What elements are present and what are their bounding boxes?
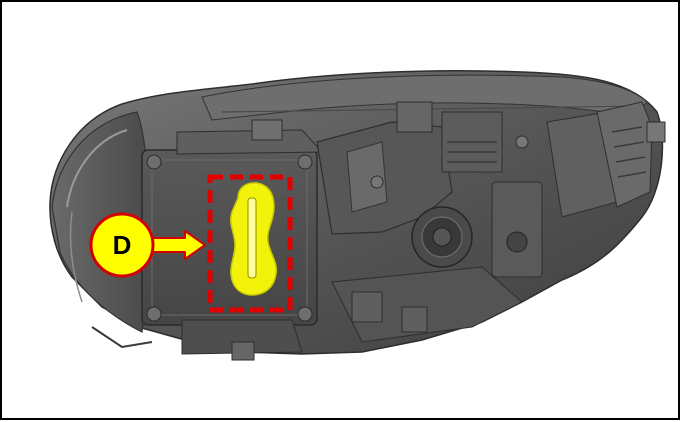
dashed-highlight-box (207, 174, 293, 313)
callout-badge: D (89, 212, 155, 278)
callout-label: D (113, 230, 132, 260)
headlamp-housing-drawing (49, 70, 666, 361)
callout-arrow-icon (151, 230, 206, 260)
component-slot (247, 197, 257, 279)
